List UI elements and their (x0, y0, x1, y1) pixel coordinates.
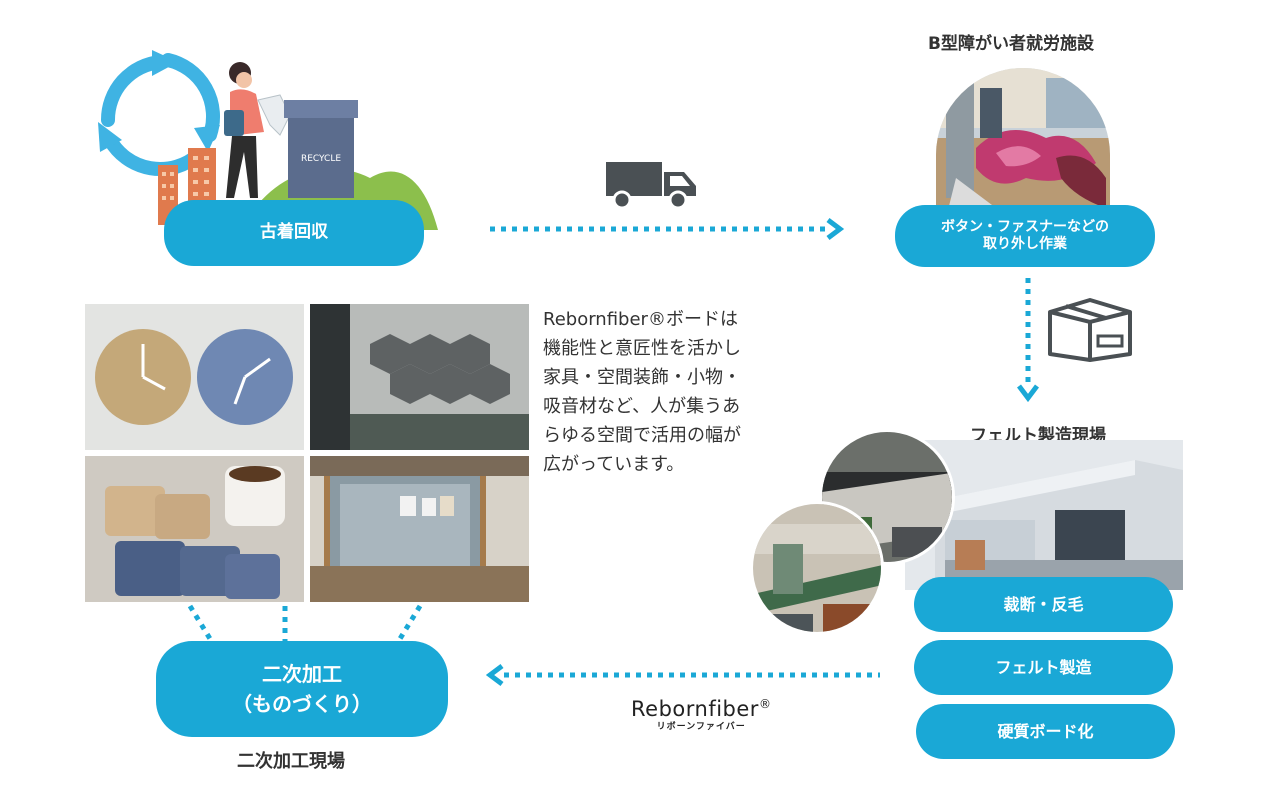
facility-photo (936, 68, 1110, 218)
product-photo-wall-panels (310, 304, 529, 450)
process-label-felt: フェルト製造 (995, 657, 1092, 677)
flow-arrow-collection-to-facility (490, 218, 845, 240)
process-pill-felt: フェルト製造 (914, 640, 1173, 695)
facility-pill: ボタン・ファスナーなどの 取り外し作業 (895, 205, 1155, 267)
brand-name: Rebornfiber® (631, 697, 772, 721)
brand-kana: リボーンファイバー (656, 722, 746, 732)
recycle-bin-label: RECYCLE (301, 154, 341, 164)
product-photo-coasters (85, 456, 304, 602)
facility-pill-line1: ボタン・ファスナーなどの (941, 218, 1109, 235)
product-photo-interior (310, 456, 529, 602)
description-line: らゆる空間で活用の幅が (543, 425, 741, 446)
description-line: 広がっています。 (543, 454, 685, 475)
collection-pill-label: 古着回収 (260, 222, 328, 243)
description-line: 機能性と意匠性を活かし (543, 338, 741, 359)
facility-heading: B型障がい者就労施設 (928, 34, 1094, 54)
description-line: 家具・空間装飾・小物・ (543, 367, 741, 388)
product-photo-clocks (85, 304, 304, 450)
secondary-pill-line1: 二次加工 (262, 662, 342, 686)
collection-pill: 古着回収 (164, 200, 424, 266)
package-box-icon (1048, 298, 1132, 362)
description-line: Rebornfiber®ボードは (543, 309, 738, 330)
brand-logo: Rebornfiber® リボーンファイバー (631, 697, 771, 732)
truck-icon (606, 162, 696, 210)
recycle-arrows-icon (100, 53, 221, 176)
flow-arrow-factory-to-secondary (486, 664, 880, 686)
description-text: Rebornfiber®ボードは 機能性と意匠性を活かし 家具・空間装飾・小物・… (543, 305, 783, 479)
flow-arrow-facility-to-factory (1017, 278, 1039, 403)
factory-machine-photo-2 (750, 501, 884, 635)
process-label-board: 硬質ボード化 (997, 721, 1094, 741)
secondary-pill-line2: （ものづくり） (232, 692, 372, 716)
connector-lines (187, 604, 423, 644)
process-label-cutting: 裁断・反毛 (1003, 594, 1084, 614)
secondary-processing-pill: 二次加工 （ものづくり） (156, 641, 448, 737)
facility-pill-line2: 取り外し作業 (983, 236, 1067, 252)
description-line: 吸音材など、人が集うあ (543, 396, 741, 417)
secondary-caption: 二次加工現場 (237, 751, 345, 772)
process-pill-cutting: 裁断・反毛 (914, 577, 1173, 632)
process-pill-board: 硬質ボード化 (916, 704, 1175, 759)
